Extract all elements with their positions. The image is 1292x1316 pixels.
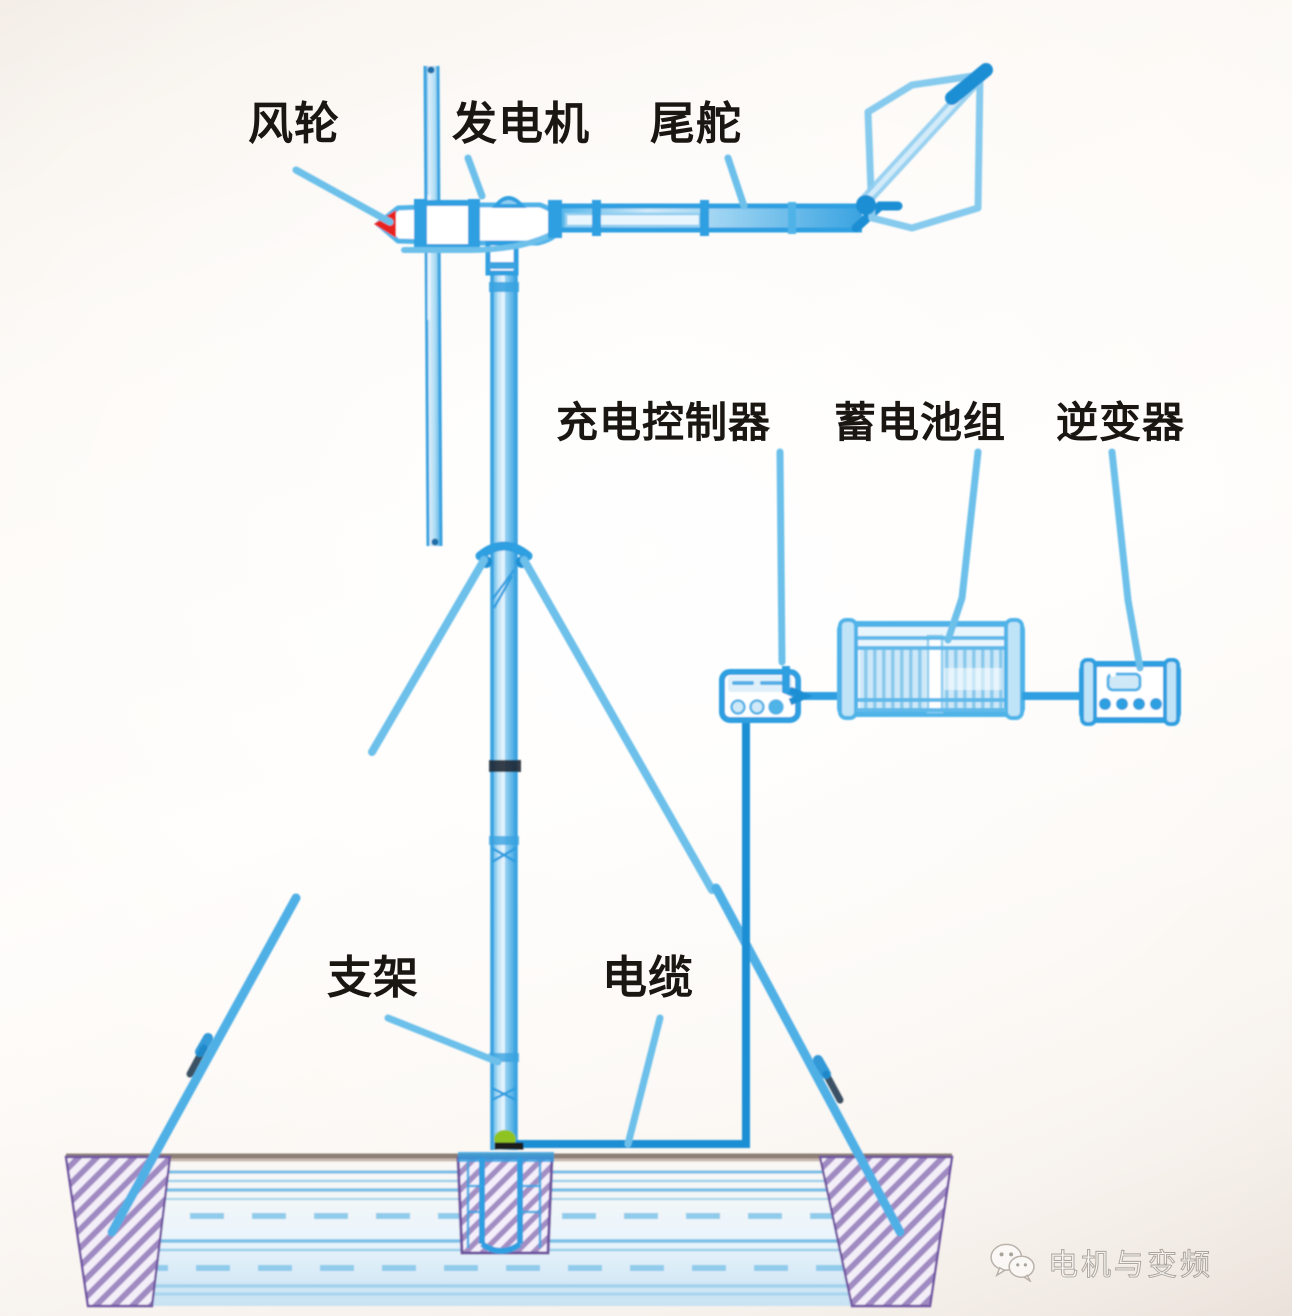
- tail-fin-tip: [945, 63, 993, 105]
- rotor-blade-group: [423, 65, 443, 547]
- leader-inverter: [1108, 448, 1144, 672]
- label-charge-controller: 充电控制器: [556, 399, 772, 446]
- blade-edge-right: [436, 65, 443, 547]
- yaw-bearing-band: [488, 262, 516, 269]
- leader-cable: [624, 1014, 664, 1148]
- tail-vane-elbow: [851, 201, 903, 233]
- controller-display-text: [732, 681, 786, 685]
- leader-battery-bank: [944, 448, 982, 644]
- inverter-display-dot: [1110, 671, 1116, 677]
- tail-fin-hinge: [856, 195, 876, 215]
- wechat-icon: [990, 1243, 1035, 1282]
- label-inverter: 逆变器: [1056, 399, 1186, 446]
- blade-edge-left: [423, 65, 430, 547]
- mast-group: [107, 248, 905, 1237]
- anchor-block-left: [64, 1155, 172, 1308]
- blade-tip-top: [427, 66, 435, 74]
- guy-wire-front-left: [368, 556, 488, 756]
- tail-group: [548, 63, 993, 238]
- label-cable: 电缆: [602, 952, 695, 1003]
- watermark-text: 电机与变频: [1048, 1249, 1213, 1283]
- label-generator: 发电机: [452, 98, 591, 149]
- tail-boom-inner: [564, 212, 702, 228]
- hub-block: [421, 200, 475, 250]
- guy-wires: [107, 556, 905, 1237]
- guy-wire-left-anchor: [107, 893, 301, 1237]
- foundation-group: [64, 1152, 954, 1308]
- guy-wire-back-right: [520, 556, 716, 894]
- leader-generator: [464, 154, 486, 200]
- leader-rotor: [292, 166, 394, 226]
- rotor-blade: [425, 66, 441, 546]
- battery-highlight: [944, 668, 1002, 690]
- tail-fin: [856, 63, 993, 232]
- battery-post-left: [838, 618, 858, 720]
- inverter-display: [1106, 672, 1142, 692]
- inverter: [1079, 658, 1181, 726]
- charge-controller: [719, 666, 838, 723]
- foundation-rebar: [466, 1162, 542, 1248]
- leader-mast: [384, 1014, 502, 1066]
- controller-arrow: [788, 686, 813, 706]
- blade-tip-bottom: [431, 538, 439, 546]
- leader-charge-controller: [776, 448, 786, 666]
- battery-bank: [837, 618, 1080, 720]
- battery-rails: [856, 636, 1006, 712]
- controller-indicator-lights: [730, 699, 784, 715]
- mast-joints: [489, 282, 521, 1102]
- leader-tail-vane: [724, 154, 748, 210]
- inverter-buttons: [1099, 698, 1162, 710]
- leader-lines: [292, 154, 1144, 1148]
- label-tail-vane: 尾舵: [650, 98, 743, 149]
- cable-run: [504, 710, 750, 1148]
- yaw-cap: [491, 196, 527, 208]
- foundation-pit: [456, 1156, 554, 1255]
- label-mast: 支架: [327, 952, 420, 1003]
- anchor-block-right: [818, 1155, 954, 1308]
- boom-collar-2: [700, 200, 709, 236]
- pit-collar: [458, 1152, 554, 1162]
- controller-display: [728, 676, 792, 692]
- hub-flange-right: [468, 199, 480, 251]
- label-battery-bank: 蓄电池组: [834, 399, 1007, 446]
- label-rotor: 风轮: [248, 98, 341, 149]
- hub-flange-left: [414, 199, 426, 251]
- battery-post-right: [1004, 618, 1024, 720]
- nacelle-group: [374, 196, 563, 276]
- watermark: 电机与变频: [990, 1240, 1213, 1284]
- mast-embedded-stub: [479, 1158, 523, 1254]
- boom-collar-3: [788, 202, 796, 234]
- inverter-side-left: [1080, 658, 1097, 726]
- tail-pivot: [548, 200, 562, 238]
- cable-group: [494, 710, 750, 1150]
- inverter-side-right: [1163, 658, 1180, 726]
- nose-cone-red: [374, 210, 396, 238]
- boom-collar-1: [592, 200, 601, 236]
